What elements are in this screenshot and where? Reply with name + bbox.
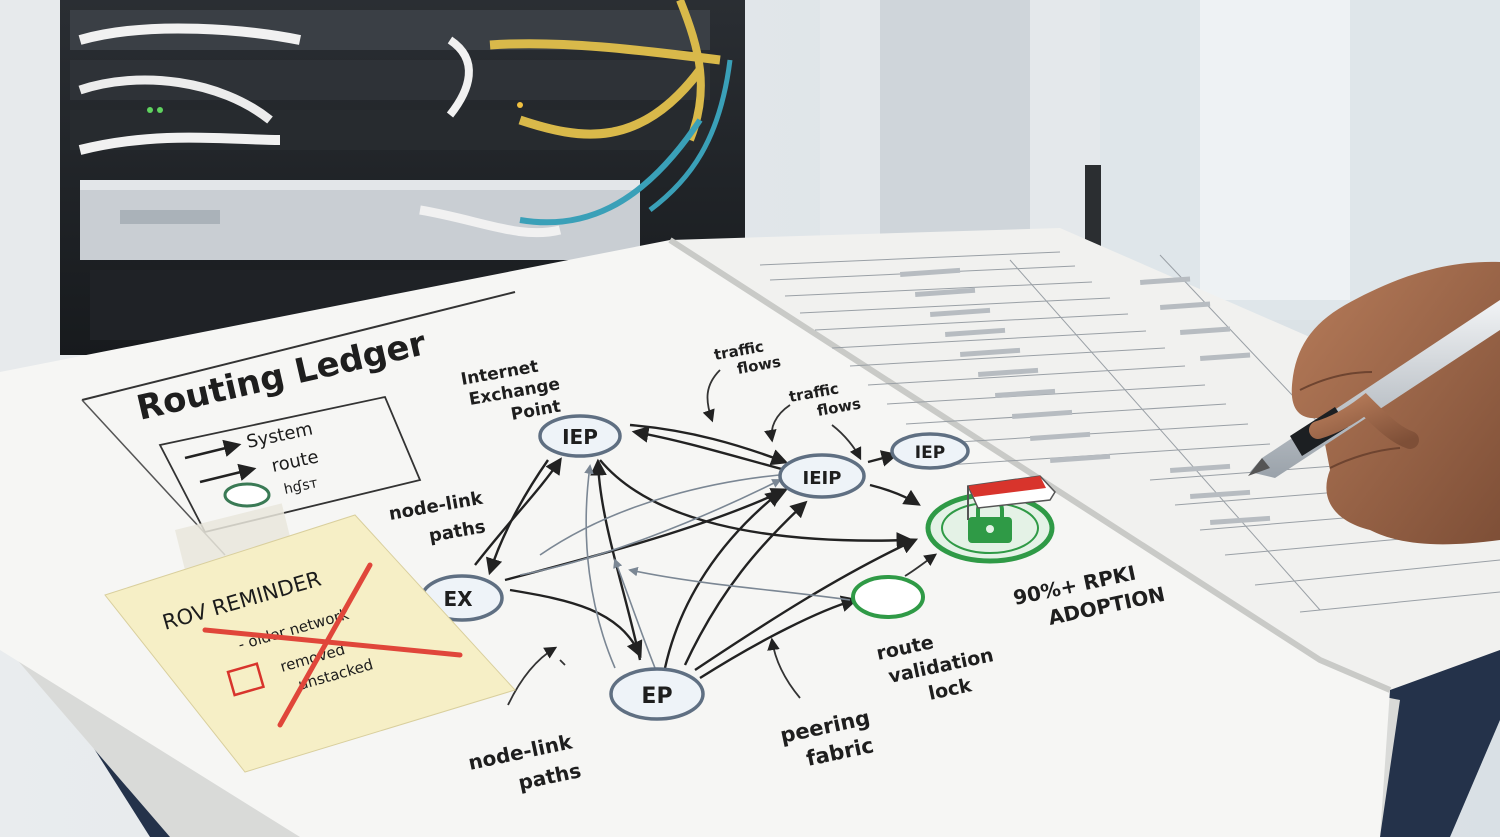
validation-node: [851, 575, 925, 619]
node-ex-left: EX: [420, 574, 504, 622]
svg-text:IEP: IEP: [915, 443, 945, 463]
sticky-note: ROV REMINDER - older network removed uns…: [104, 503, 516, 773]
svg-text:EP: EP: [641, 684, 672, 709]
sticky-checkbox: [226, 662, 265, 697]
svg-text:IEIP: IEIP: [803, 468, 842, 489]
hand-with-pen: [1248, 261, 1500, 545]
node-iep-top: IEP: [538, 414, 622, 458]
svg-text:EX: EX: [443, 587, 473, 611]
node-ep-bottom: EP: [609, 667, 705, 721]
svg-text:IEP: IEP: [562, 425, 598, 449]
label-internet-exchange-point: Internet Exchange Point: [459, 357, 562, 425]
flag-icon: [966, 475, 1056, 520]
node-ieip-middle: IEIP: [778, 453, 866, 499]
node-iep-right: IEP: [890, 432, 970, 470]
label-traffic-flows-right: traffic flows: [788, 379, 863, 419]
legend-host: հɠѕт: [283, 475, 320, 498]
